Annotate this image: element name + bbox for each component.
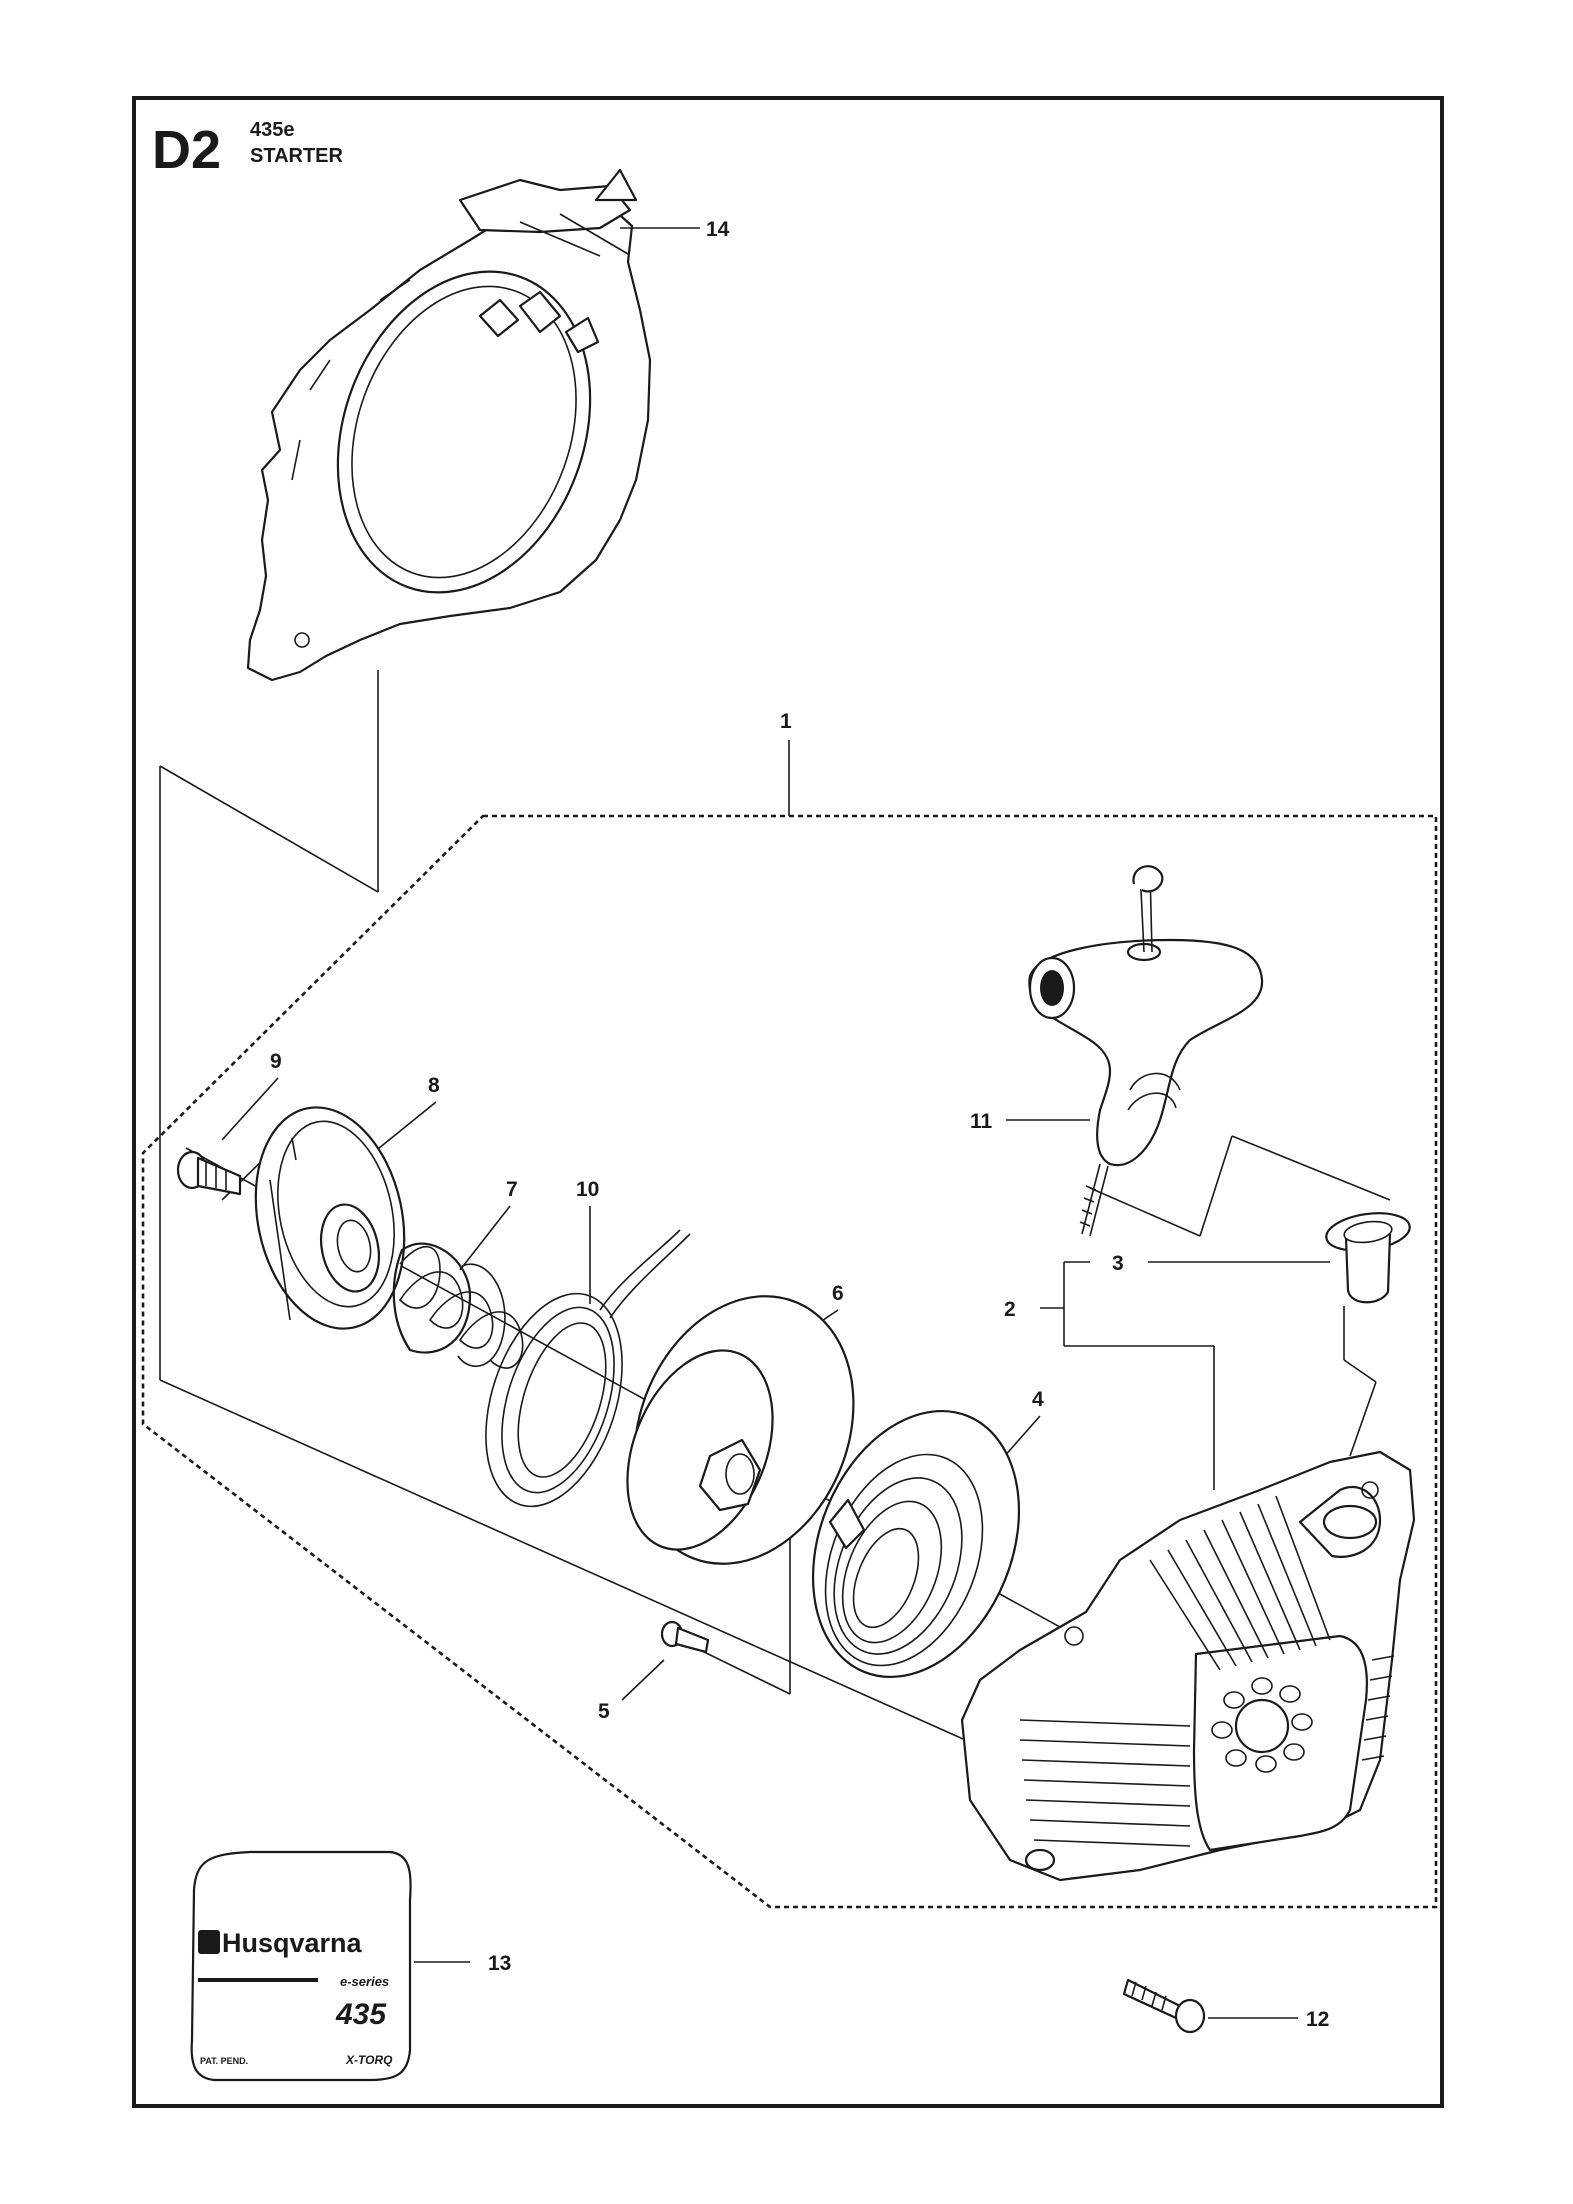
part-13-decal[interactable]: Husqvarna e-series 435 PAT. PEND. X-TORQ [190, 1850, 412, 2082]
part-7-spring[interactable] [392, 1242, 524, 1369]
page-code: D2 [152, 120, 221, 180]
callout-11: 11 [970, 1110, 993, 1133]
housing-side-grille [1019, 1719, 1191, 1847]
housing-right-grille [1361, 1655, 1395, 1761]
decal-series: e-series [340, 1974, 389, 1989]
part-11-starter-handle[interactable] [1028, 865, 1264, 1237]
housing-vent-holes [1211, 1677, 1313, 1773]
callout-7: 7 [506, 1178, 518, 1201]
decal-brand: Husqvarna [222, 1928, 363, 1958]
part-3-rope-guide[interactable] [1324, 1208, 1412, 1304]
callout-10: 10 [576, 1178, 599, 1201]
part-4-spring-cassette[interactable] [775, 1380, 1056, 1708]
callout-5: 5 [598, 1700, 610, 1723]
callout-3: 3 [1112, 1252, 1124, 1275]
callout-labels: 1 2 3 4 5 6 7 8 9 10 11 12 13 14 [270, 218, 1329, 2031]
callout-1: 1 [780, 710, 792, 733]
decal-model-number: 435 [335, 1998, 387, 2031]
part-5-screw[interactable] [660, 1620, 710, 1654]
callout-8: 8 [428, 1074, 440, 1097]
part-6-rope-pulley[interactable] [596, 1263, 892, 1597]
decal-patent: PAT. PEND. [200, 2056, 248, 2066]
housing-top-grille [1149, 1495, 1331, 1671]
part-8-pulley-housing[interactable] [236, 1093, 423, 1342]
callout-4: 4 [1032, 1388, 1044, 1411]
husqvarna-logo-icon [198, 1930, 220, 1954]
callout-6: 6 [832, 1282, 844, 1305]
part-10-starter-rope[interactable] [461, 1229, 691, 1524]
callout-12: 12 [1306, 2008, 1329, 2031]
page-frame [132, 96, 1444, 2108]
model-name: 435e [250, 119, 295, 141]
header: D2 435e STARTER [152, 119, 344, 180]
section-title: STARTER [250, 145, 344, 167]
leader-9 [221, 1077, 279, 1141]
assembly-boundary [141, 814, 1438, 1909]
part-12-screw[interactable] [1122, 1978, 1206, 2034]
part-9-bolt[interactable] [176, 1150, 242, 1196]
callout-14: 14 [706, 218, 730, 241]
decal-stripe [198, 1978, 318, 1982]
part-14-fan-housing[interactable] [246, 168, 652, 682]
decal-engine: X-TORQ [345, 2053, 393, 2067]
part-2-starter-housing[interactable] [960, 1450, 1416, 1882]
callout-9: 9 [270, 1050, 282, 1073]
callout-13: 13 [488, 1952, 511, 1975]
callout-2: 2 [1004, 1298, 1016, 1321]
